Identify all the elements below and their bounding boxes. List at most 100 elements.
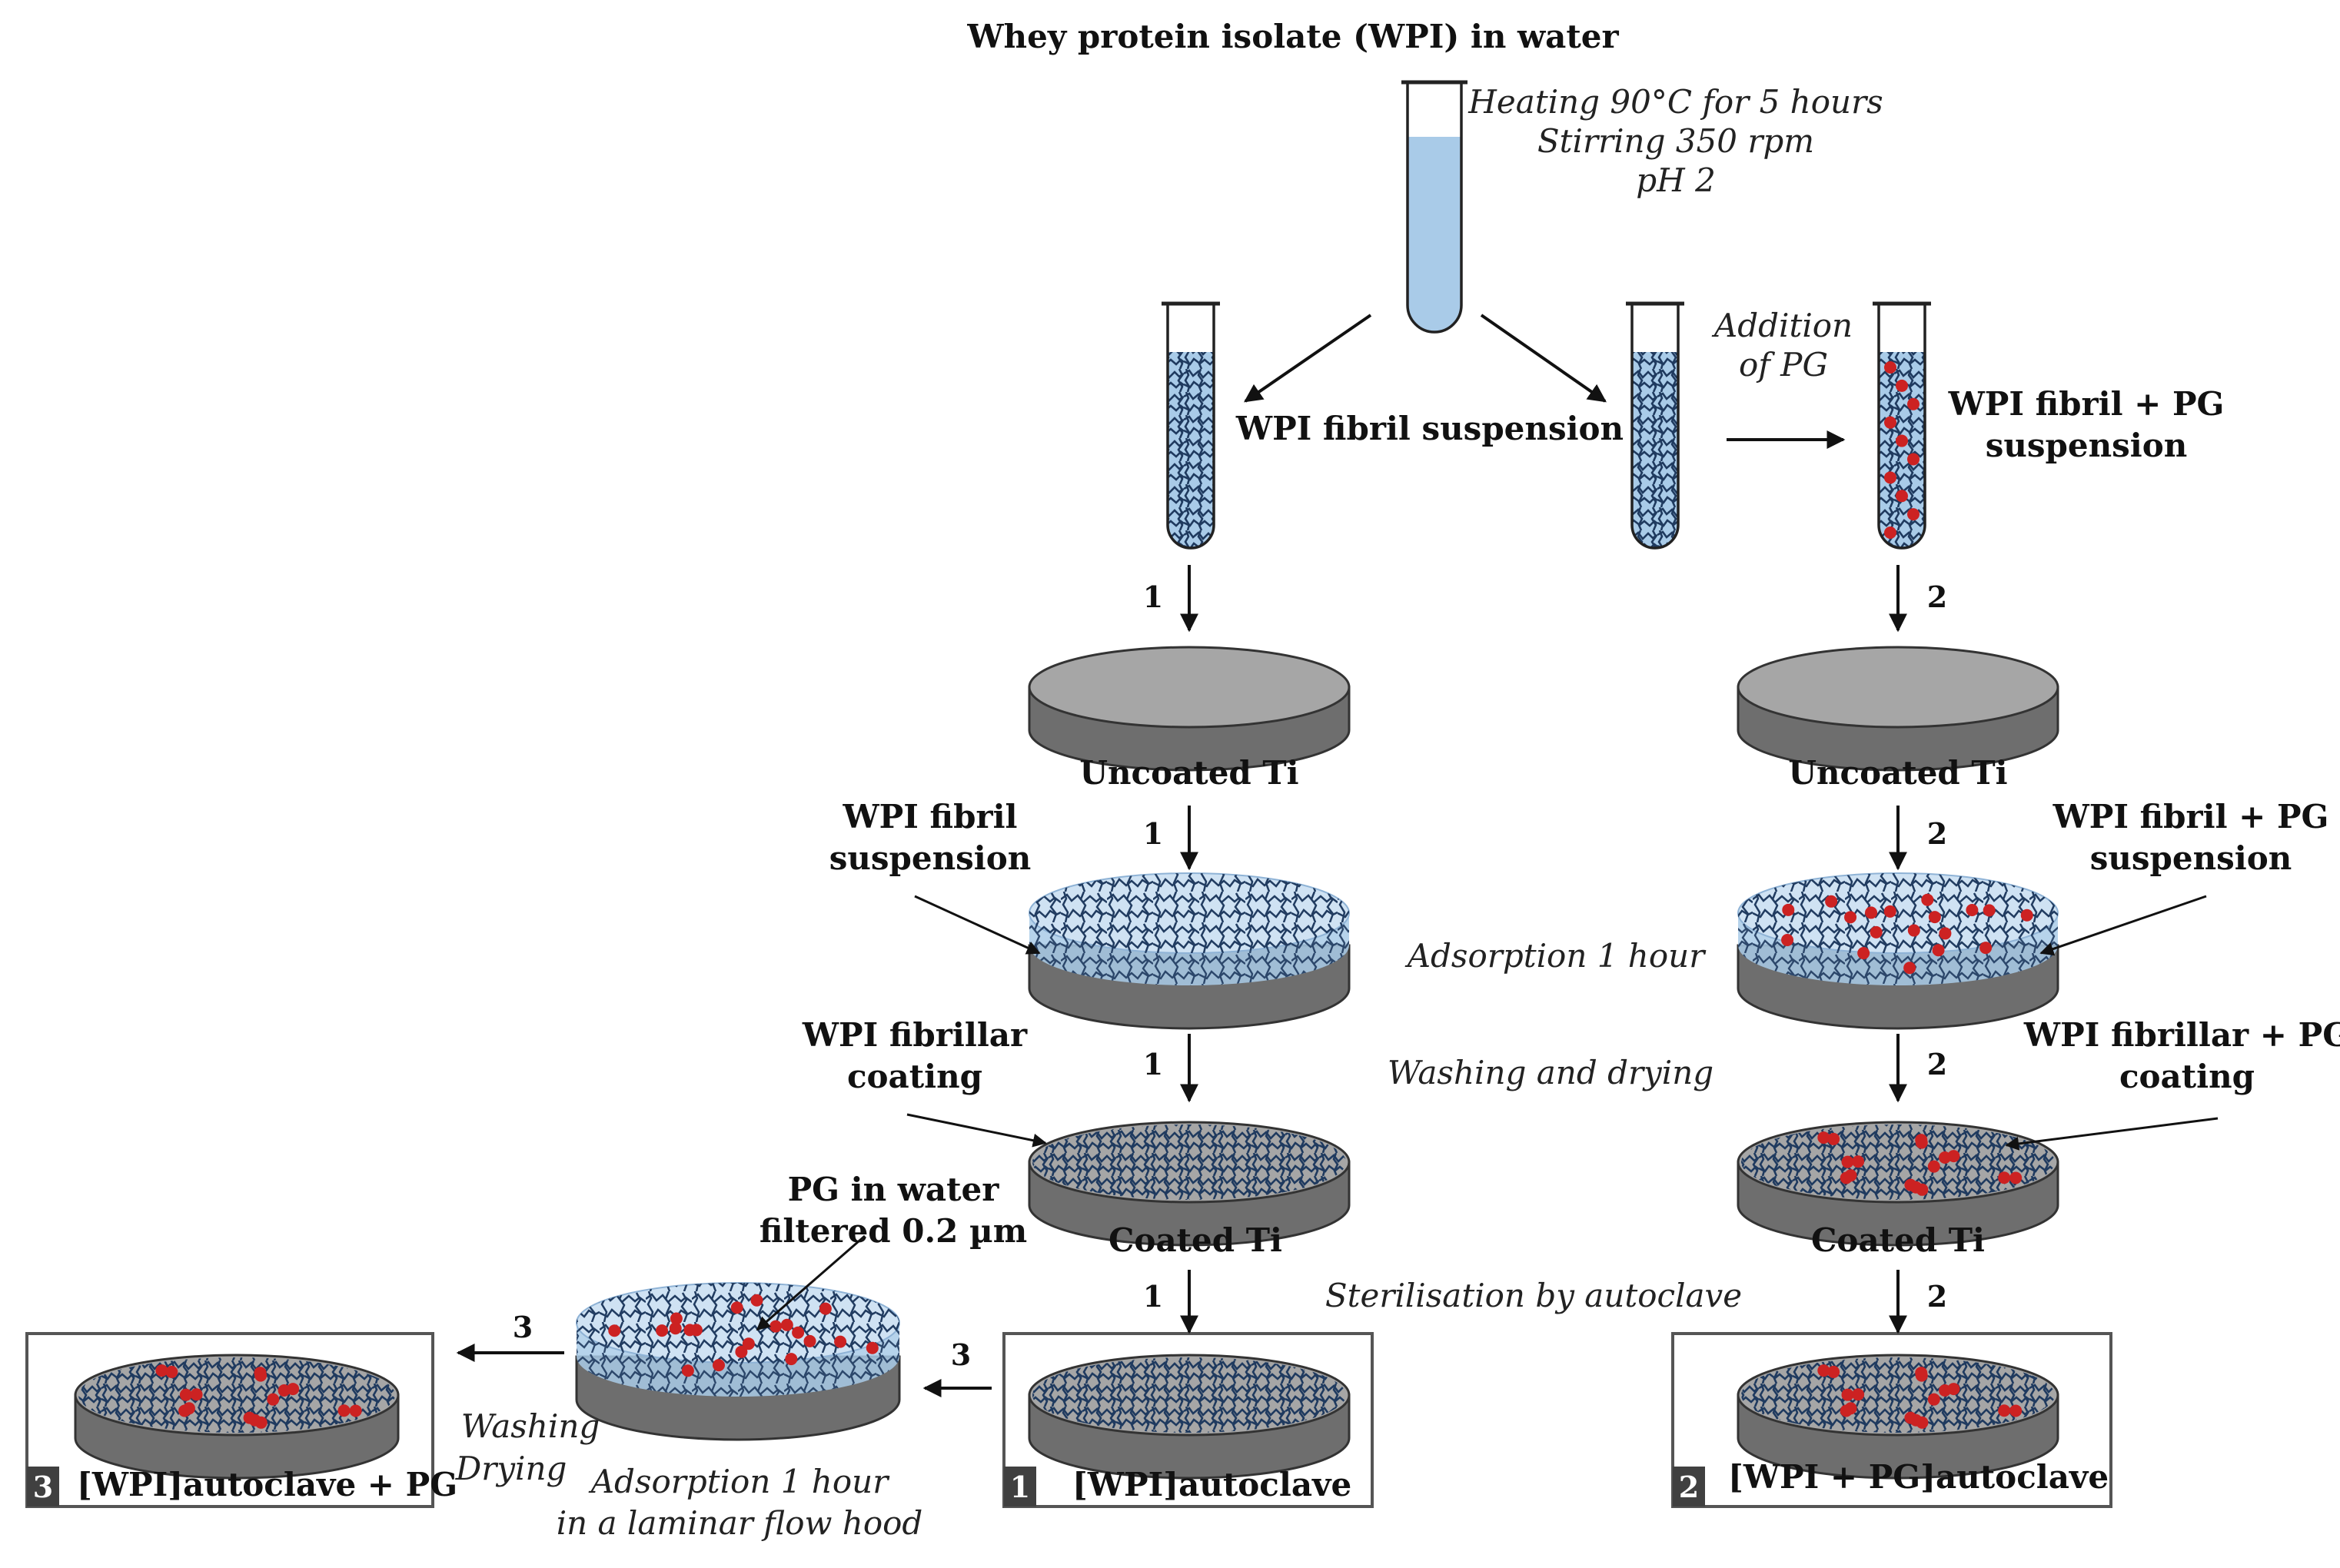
pg-dot [1896, 379, 1908, 392]
fibril-suspension-disk-left [1028, 872, 1351, 1030]
step-number-3: 3 [513, 1310, 533, 1344]
step-number-3: 3 [951, 1337, 971, 1372]
pg-dot [670, 1312, 683, 1325]
uncoated-ti-left: Uncoated Ti [1079, 754, 1298, 792]
pg-dot [1903, 962, 1916, 975]
pg-dot [1928, 911, 1941, 924]
final-disk-2 [1737, 1354, 2059, 1480]
pg-dot [1979, 942, 1993, 955]
pg-dot [337, 1404, 351, 1417]
pg-dot [1883, 905, 1896, 918]
fibril-network-top [577, 1283, 899, 1363]
pointer-fibrillar-coating-left [906, 1113, 1047, 1148]
wpi-fibril-tube-left [1162, 301, 1220, 550]
final-label-1: [WPI]autoclave [1072, 1466, 1351, 1503]
tube-glass [1877, 304, 1926, 550]
pg-dot [267, 1393, 280, 1406]
pg-dot [656, 1324, 669, 1337]
pg-dot [182, 1402, 195, 1415]
pg-dot [769, 1320, 783, 1333]
pg-dot [803, 1334, 816, 1347]
badge-1-number: 1 [1010, 1470, 1030, 1504]
step-number-2: 2 [1927, 1047, 1947, 1081]
pg-in-water-line1: PG in water [788, 1171, 1000, 1208]
tube-fibrils [1632, 352, 1678, 548]
adsorption-1-hour: Adsorption 1 hour [1404, 937, 1707, 975]
disk-top [1737, 646, 2059, 729]
pg-dot [2020, 909, 2033, 922]
pg-dot [742, 1337, 755, 1350]
pg-dot [1884, 361, 1896, 374]
pg-dot [1841, 1388, 1854, 1401]
pg-dot [1998, 1404, 2011, 1417]
pg-dot [1827, 1132, 1840, 1145]
pg-dot [1844, 1402, 1857, 1415]
pointer-fibril-pg-suspension-right [2039, 895, 2207, 956]
badge-3-number: 3 [33, 1470, 53, 1504]
pointer-pg-in-water [756, 1234, 866, 1331]
final-label-3: [WPI]autoclave + PG [77, 1466, 457, 1503]
fibril-pg-suspension-right-line2: suspension [2090, 839, 2292, 877]
fibril-suspension-left-line2: suspension [829, 839, 1032, 877]
addition-of-pg-line2: of PG [1739, 346, 1828, 384]
pg-dot [1781, 933, 1794, 946]
final-disk-3 [74, 1354, 400, 1480]
pg-dot [834, 1335, 847, 1348]
pg-dot [1927, 1160, 1940, 1173]
fibrillar-coating-left-line2: coating [847, 1058, 982, 1095]
tube-fibrils [1168, 352, 1214, 548]
fibril-suspension-left-line1: WPI fibril [843, 798, 1018, 835]
pg-dot [1915, 1136, 1928, 1149]
coated-ti-disk-left [1028, 1121, 1351, 1247]
pg-dot [1817, 1364, 1830, 1377]
pg-dot [1939, 927, 1952, 940]
pg-dot [866, 1341, 879, 1354]
pg-dot [1844, 1169, 1857, 1182]
pg-dot [683, 1324, 696, 1337]
badge-3 [27, 1467, 59, 1507]
wpi-fibril-pg-tube [1873, 301, 1931, 550]
pg-dot [1870, 925, 1883, 938]
pg-dot [1844, 911, 1857, 924]
wpi-fibril-pg-suspension-line2: suspension [1986, 427, 2188, 464]
arrow-to-left-tube [1244, 314, 1372, 403]
final-disk-1 [1028, 1354, 1351, 1480]
pg-dot [792, 1326, 805, 1339]
fibrillar-coating-left-line1: WPI fibrillar [802, 1016, 1028, 1054]
tube-glass [1166, 304, 1215, 550]
pg-dot [1907, 397, 1920, 410]
pg-dot [1884, 471, 1896, 484]
step-number-1: 1 [1143, 1047, 1163, 1081]
pg-dot [730, 1301, 743, 1314]
final-label-2: [WPI + PG]autoclave [1728, 1458, 2109, 1496]
pg-dot [1904, 1178, 1917, 1191]
drying-label: Drying [455, 1450, 567, 1487]
pg-dot [1896, 434, 1908, 447]
coated-ti-right: Coated Ti [1811, 1221, 1985, 1259]
step-number-1: 1 [1143, 1279, 1163, 1314]
pg-dot [785, 1353, 798, 1366]
adsorption-laminar-line1: Adsorption 1 hour [588, 1463, 890, 1500]
washing-label: Washing [461, 1407, 600, 1445]
fibril-network-top [1738, 873, 2058, 953]
pg-in-water-line2: filtered 0.2 µm [760, 1212, 1027, 1250]
badge-2 [1673, 1467, 1705, 1507]
step-number-2: 2 [1927, 1279, 1947, 1314]
pg-dot [669, 1322, 682, 1335]
pg-dot [1907, 924, 1920, 937]
fibril-coating [1741, 1357, 2055, 1433]
badge-1 [1004, 1467, 1036, 1507]
tube-liquid [1408, 137, 1461, 332]
pg-dot [750, 1294, 763, 1307]
pg-dot [1827, 1365, 1840, 1378]
addition-of-pg-line1: Addition [1711, 307, 1853, 344]
pg-dot [1939, 1384, 1952, 1397]
pg-dot [278, 1384, 291, 1397]
step-number-2: 2 [1927, 580, 1947, 614]
pg-dot [254, 1369, 268, 1382]
pg-dot [1998, 1171, 2011, 1184]
fibril-coating [1032, 1357, 1346, 1433]
pg-dot [608, 1324, 621, 1337]
